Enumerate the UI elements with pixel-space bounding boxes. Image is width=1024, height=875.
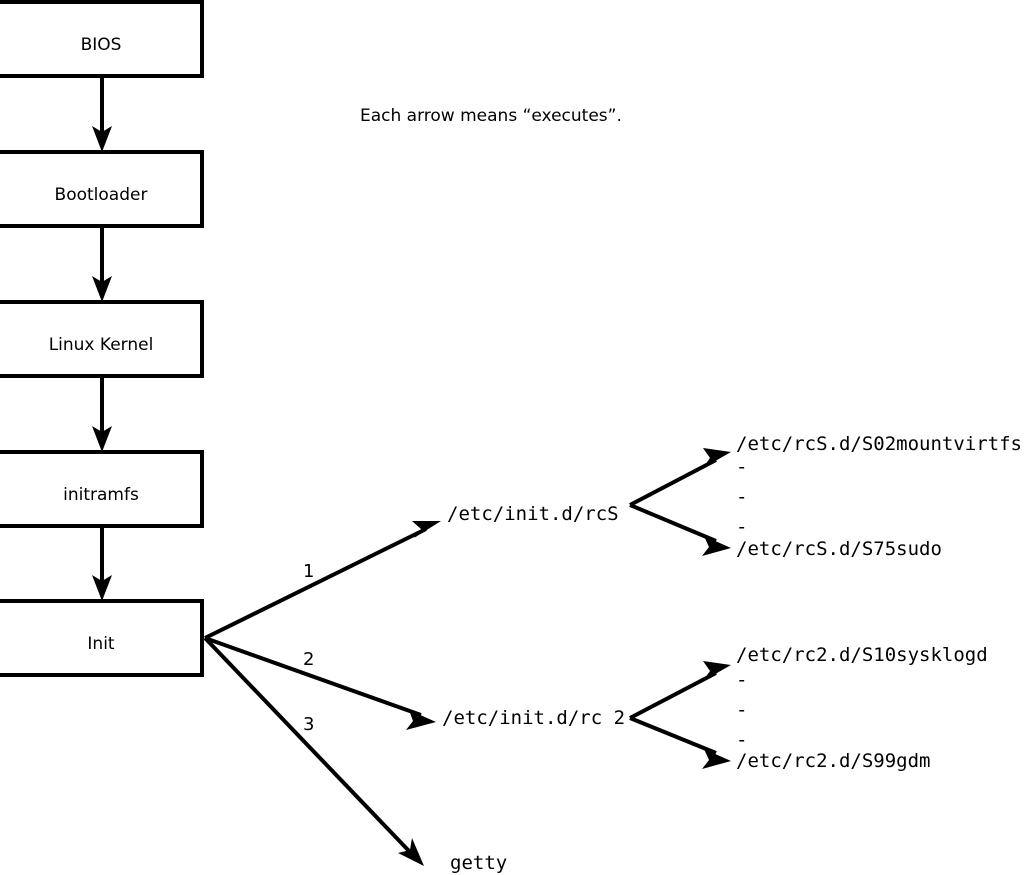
arrow-rc2-to-first-script <box>629 661 731 720</box>
arrow-kernel-to-initramfs <box>92 376 112 452</box>
rcS-ellipsis-1: - <box>736 456 747 478</box>
node-linux-kernel-label: Linux Kernel <box>49 335 154 355</box>
node-linux-kernel-rect <box>0 300 204 378</box>
diagram-note: Each arrow means “executes”. <box>360 106 622 126</box>
branch-2-label[interactable]: /etc/init.d/rc 2 <box>442 707 625 729</box>
arrow-rc2-to-last-script <box>629 716 731 769</box>
node-init-label: Init <box>87 634 115 654</box>
arrow-init-branch-2 <box>204 636 436 730</box>
branch-2-number: 2 <box>303 649 314 670</box>
rc2-ellipsis-3: - <box>736 729 747 751</box>
branch-1-label[interactable]: /etc/init.d/rcS <box>447 503 619 525</box>
rc2-script-first[interactable]: /etc/rc2.d/S10sysklogd <box>736 644 988 666</box>
node-init[interactable]: Init <box>0 599 204 677</box>
arrow-init-branch-1 <box>204 521 441 640</box>
node-bootloader[interactable]: Bootloader <box>0 150 204 228</box>
arrow-rcS-to-last-script <box>629 503 731 556</box>
node-bios-label: BIOS <box>81 35 122 55</box>
arrow-bootloader-to-kernel <box>92 226 112 302</box>
arrow-initramfs-to-init <box>92 526 112 601</box>
rc2-ellipsis-1: - <box>736 669 747 691</box>
branch-3-number: 3 <box>303 714 314 735</box>
node-bios-rect <box>0 0 204 78</box>
rcS-ellipsis-2: - <box>736 486 747 508</box>
arrow-bios-to-bootloader <box>92 76 112 152</box>
node-initramfs[interactable]: initramfs <box>0 450 204 528</box>
arrow-rcS-to-first-script <box>629 448 731 507</box>
node-init-rect <box>0 599 204 677</box>
arrow-init-branch-3 <box>203 636 424 866</box>
rcS-ellipsis-3: - <box>736 516 747 538</box>
branch-3-label[interactable]: getty <box>450 852 507 874</box>
node-initramfs-rect <box>0 450 204 528</box>
rc2-ellipsis-2: - <box>736 699 747 721</box>
node-bootloader-rect <box>0 150 204 228</box>
branch-1-number: 1 <box>303 561 314 582</box>
node-bootloader-label: Bootloader <box>55 185 148 205</box>
rcS-script-first[interactable]: /etc/rcS.d/S02mountvirtfs <box>736 433 1022 455</box>
node-bios[interactable]: BIOS <box>0 0 204 78</box>
rc2-script-last[interactable]: /etc/rc2.d/S99gdm <box>736 750 930 772</box>
node-linux-kernel[interactable]: Linux Kernel <box>0 300 204 378</box>
rcS-script-last[interactable]: /etc/rcS.d/S75sudo <box>736 538 942 560</box>
node-initramfs-label: initramfs <box>63 485 139 505</box>
